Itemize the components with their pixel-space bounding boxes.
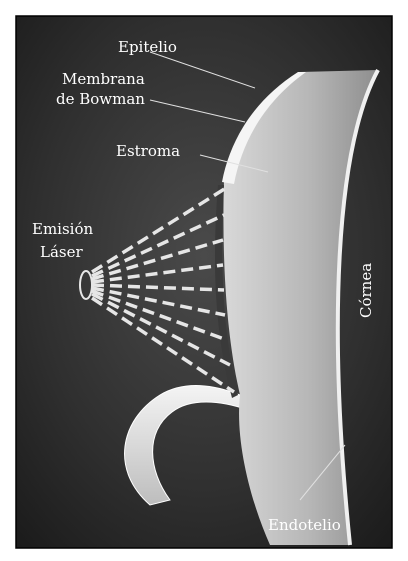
label-emision-line2: Láser (40, 243, 83, 261)
label-membrana-line1: Membrana (62, 70, 145, 88)
label-epitelio: Epitelio (118, 38, 177, 56)
label-membrana-line2: de Bowman (56, 90, 145, 108)
label-estroma: Estroma (116, 142, 180, 160)
label-endotelio: Endotelio (268, 516, 341, 534)
label-cornea: Córnea (357, 263, 375, 318)
label-emision-line1: Emisión (32, 220, 93, 238)
